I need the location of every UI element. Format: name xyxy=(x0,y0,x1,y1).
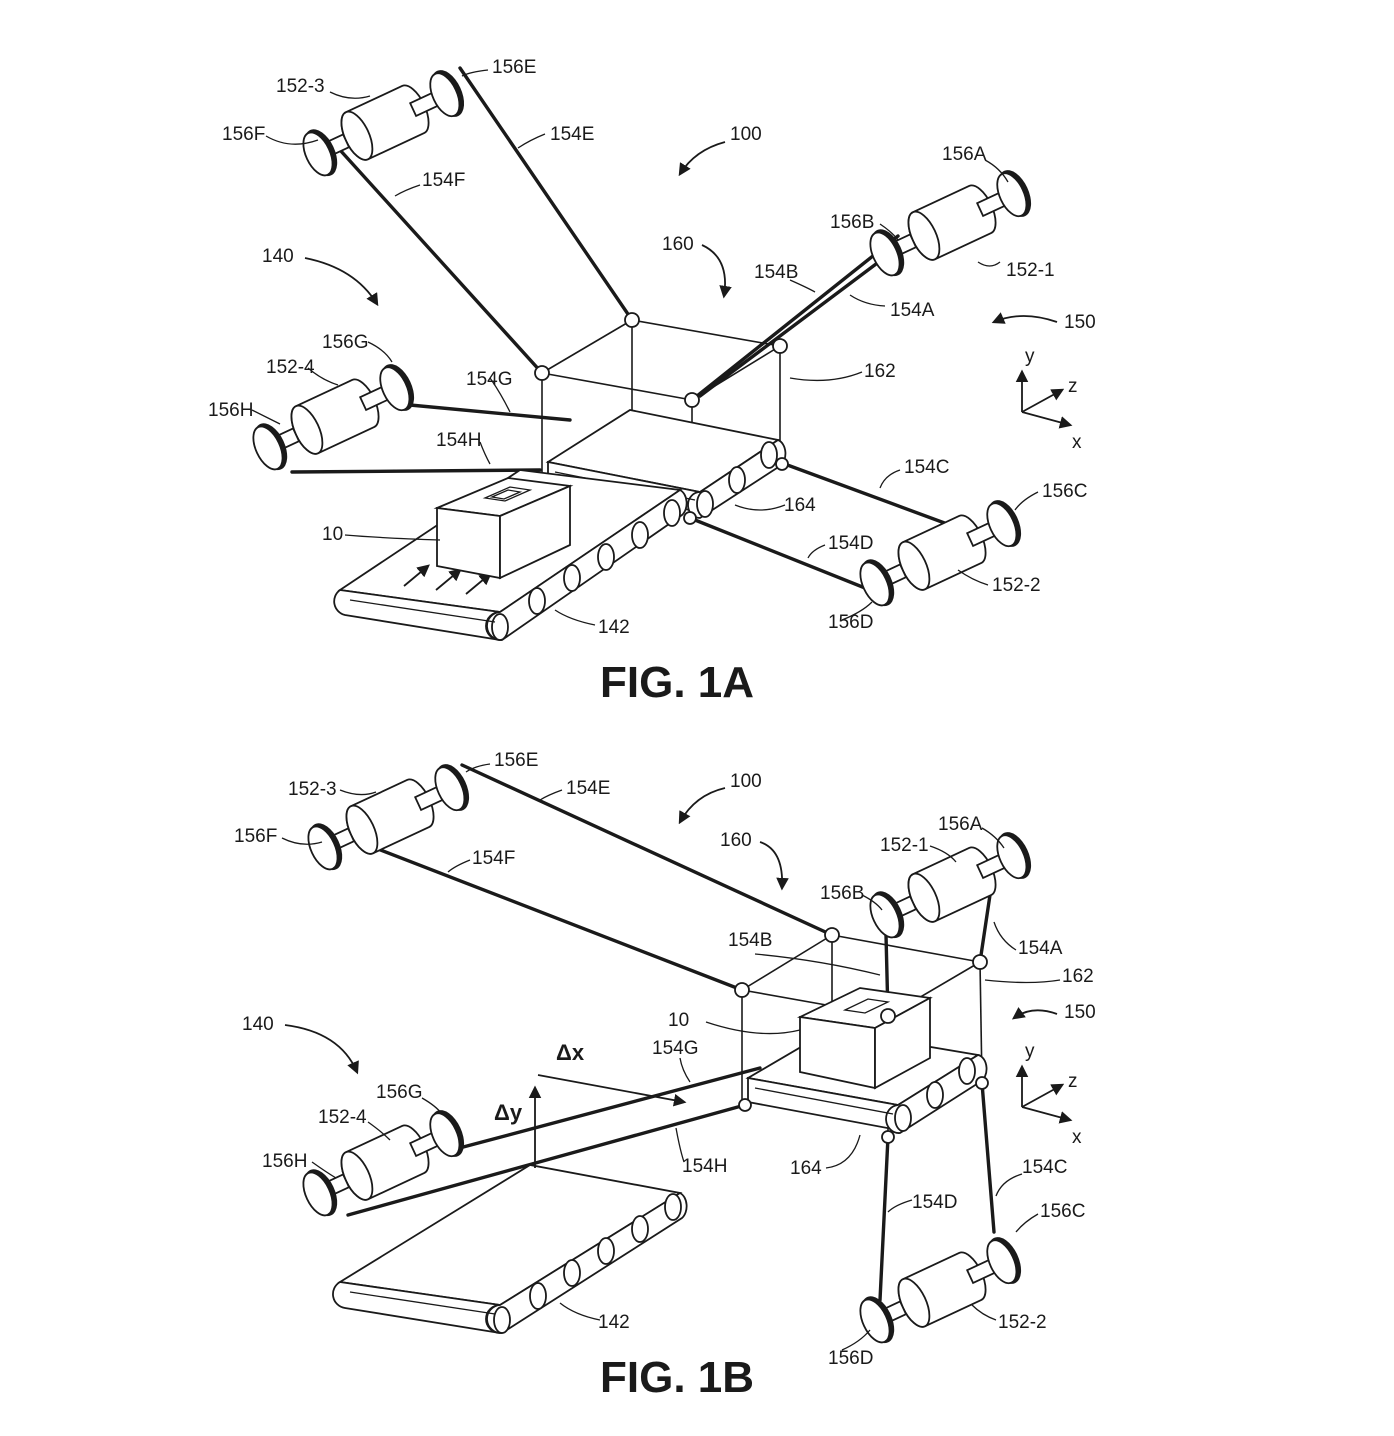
label-156f: 156F xyxy=(234,826,277,847)
figure-caption-1a: FIG. 1A xyxy=(600,658,754,707)
package-10 xyxy=(433,477,574,580)
axis-z-label: z xyxy=(1068,376,1078,397)
label-156a: 156A xyxy=(942,144,987,165)
cable-154d xyxy=(688,516,892,600)
label-162: 162 xyxy=(1062,966,1094,987)
label-154b: 154B xyxy=(754,262,798,283)
label-156e: 156E xyxy=(494,750,538,771)
axis-triad: y z x xyxy=(1015,1041,1082,1148)
label-152-4: 152-4 xyxy=(318,1107,367,1128)
label-162: 162 xyxy=(864,361,896,382)
cable-154e xyxy=(460,763,834,937)
delta-x-arrow xyxy=(537,1074,687,1107)
label-156f: 156F xyxy=(222,124,265,145)
axis-x-label: x xyxy=(1072,432,1082,453)
package-10 xyxy=(796,987,933,1090)
figure-caption-1b: FIG. 1B xyxy=(600,1353,754,1402)
figure-1a: y z x 152-3 156E xyxy=(208,57,1096,707)
cable-154a xyxy=(690,234,900,402)
cable-154h xyxy=(346,1103,747,1217)
label-150: 150 xyxy=(1064,312,1096,333)
label-154f: 154F xyxy=(422,170,465,191)
label-152-1: 152-1 xyxy=(1006,260,1055,281)
label-164: 164 xyxy=(790,1158,822,1179)
label-154a: 154A xyxy=(1018,938,1063,959)
label-154g: 154G xyxy=(466,369,512,390)
axis-y-label: y xyxy=(1025,346,1035,367)
cable-154a xyxy=(978,893,992,964)
label-delta-x: Δx xyxy=(556,1040,585,1065)
axis-x-label: x xyxy=(1072,1127,1082,1148)
label-156b: 156B xyxy=(830,212,874,233)
label-156e: 156E xyxy=(492,57,536,78)
label-10: 10 xyxy=(668,1010,689,1031)
label-156g: 156G xyxy=(376,1082,422,1103)
label-156c: 156C xyxy=(1040,1201,1085,1222)
label-152-3: 152-3 xyxy=(288,779,337,800)
label-152-3: 152-3 xyxy=(276,76,325,97)
label-154g: 154G xyxy=(652,1038,698,1059)
label-140: 140 xyxy=(242,1014,274,1035)
label-142: 142 xyxy=(598,617,630,638)
label-156h: 156H xyxy=(208,400,253,421)
label-156h: 156H xyxy=(262,1151,307,1172)
conveyor-142 xyxy=(332,1164,688,1334)
cable-154e xyxy=(458,66,634,322)
cable-154f xyxy=(338,148,544,375)
label-154f: 154F xyxy=(472,848,515,869)
label-154b: 154B xyxy=(728,930,772,951)
label-156b: 156B xyxy=(820,883,864,904)
label-152-2: 152-2 xyxy=(998,1312,1047,1333)
label-154d: 154D xyxy=(912,1192,957,1213)
label-100: 100 xyxy=(730,771,762,792)
label-154h: 154H xyxy=(436,430,481,451)
cable-154c xyxy=(780,461,952,527)
axis-triad: y z x xyxy=(1015,346,1082,453)
label-160: 160 xyxy=(662,234,694,255)
frame-160 xyxy=(541,319,781,520)
axis-y-label: y xyxy=(1025,1041,1035,1062)
label-154c: 154C xyxy=(904,457,949,478)
cable-154b xyxy=(698,253,890,398)
label-156d: 156D xyxy=(828,612,873,633)
label-152-2: 152-2 xyxy=(992,575,1041,596)
label-154c: 154C xyxy=(1022,1157,1067,1178)
label-154h: 154H xyxy=(682,1156,727,1177)
label-152-1: 152-1 xyxy=(880,835,929,856)
label-156c: 156C xyxy=(1042,481,1087,502)
label-140: 140 xyxy=(262,246,294,267)
label-142: 142 xyxy=(598,1312,630,1333)
cable-154g xyxy=(408,403,572,422)
label-154a: 154A xyxy=(890,300,935,321)
cable-154h xyxy=(290,468,542,474)
axis-z-label: z xyxy=(1068,1071,1078,1092)
cable-154g xyxy=(450,1066,762,1152)
label-100: 100 xyxy=(730,124,762,145)
label-150: 150 xyxy=(1064,1002,1096,1023)
motor-152-3 xyxy=(300,757,478,878)
cable-154c xyxy=(980,1081,996,1234)
label-164: 164 xyxy=(784,495,816,516)
label-156g: 156G xyxy=(322,332,368,353)
label-154e: 154E xyxy=(550,124,594,145)
cable-154d xyxy=(878,1135,890,1302)
figure-1b: y z x 156E 152-3 xyxy=(234,750,1096,1402)
label-154e: 154E xyxy=(566,778,610,799)
label-10: 10 xyxy=(322,524,343,545)
label-delta-y: Δy xyxy=(494,1100,523,1125)
label-160: 160 xyxy=(720,830,752,851)
label-156d: 156D xyxy=(828,1348,873,1369)
cable-154f xyxy=(358,840,744,992)
label-152-4: 152-4 xyxy=(266,357,315,378)
label-156a: 156A xyxy=(938,814,983,835)
label-154d: 154D xyxy=(828,533,873,554)
